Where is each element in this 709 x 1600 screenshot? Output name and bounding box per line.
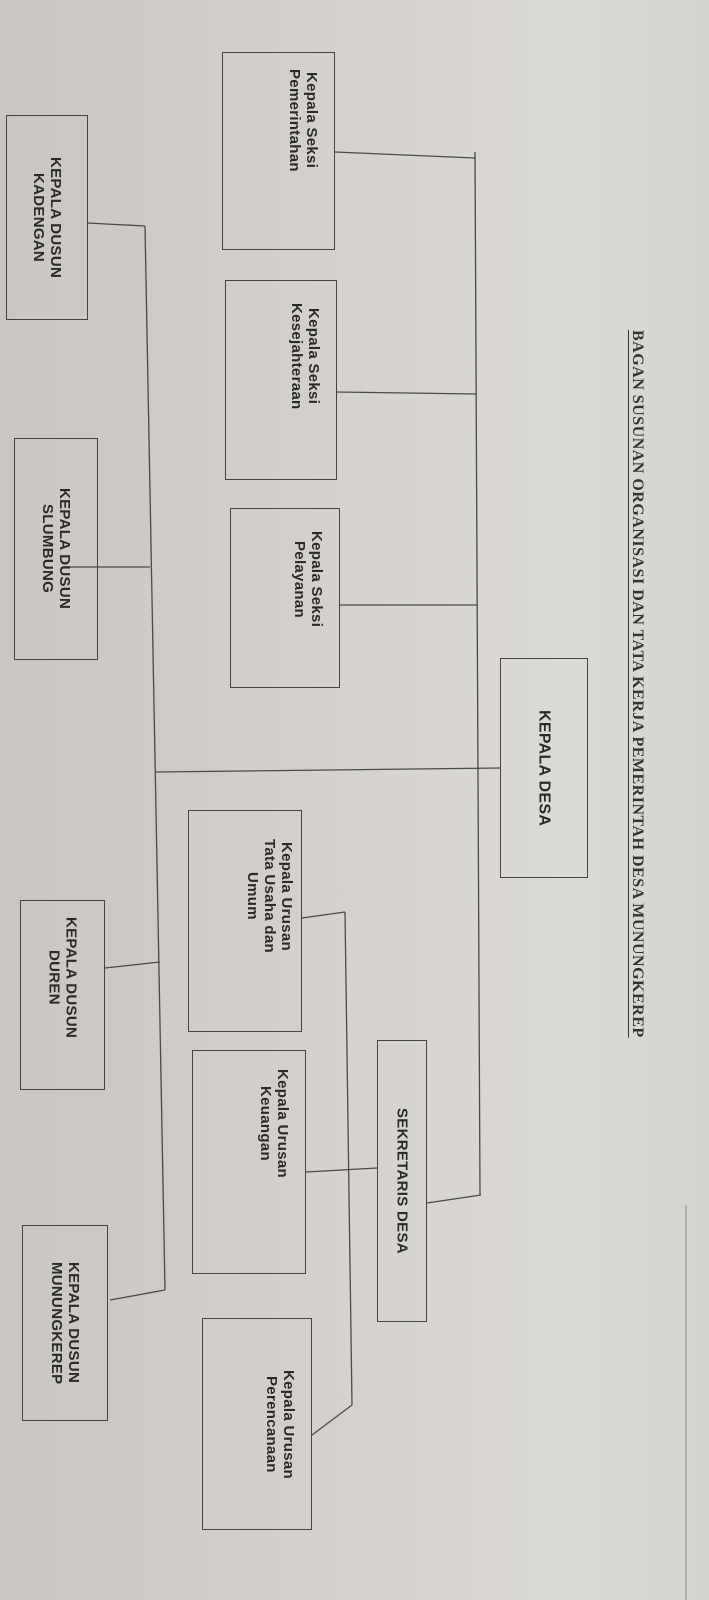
node-dusun-duren: KEPALA DUSUN DUREN: [20, 900, 105, 1090]
node-label: Kepala Urusan Tata Usaha dan Umum: [244, 839, 295, 953]
node-label: KEPALA DUSUN DUREN: [45, 917, 80, 1039]
line-sekretaris: [426, 1194, 482, 1204]
node-label: Kepala Seksi Kesejahteraan: [288, 303, 322, 410]
node-dusun-kadengan: KEPALA DUSUN KADENGAN: [6, 115, 88, 320]
line-keuangan: [305, 1167, 378, 1173]
line-perencanaan: [311, 1404, 353, 1436]
line-kadengan: [86, 222, 146, 227]
line-kepala-desa: [154, 767, 501, 773]
node-seksi-pemerintahan: Kepala Seksi Pemerintahan: [222, 52, 335, 250]
node-label: SEKRETARIS DESA: [393, 1108, 411, 1254]
node-label: Kepala Urusan Perencanaan: [263, 1369, 297, 1479]
node-label: KEPALA DUSUN SLUMBUNG: [39, 488, 73, 610]
line-mununkerep: [109, 1289, 166, 1301]
node-dusun-mununkerep: KEPALA DUSUN MUNUNGKEREP: [22, 1225, 108, 1421]
node-seksi-kesejahteraan: Kepala Seksi Kesejahteraan: [225, 280, 337, 480]
node-label: KEPALA DESA: [535, 709, 553, 827]
dusun-trunk: [144, 225, 166, 1291]
line-tata-usaha: [301, 911, 346, 919]
node-label: Kepala Urusan Keuangan: [257, 1069, 291, 1178]
seksi-trunk: [474, 151, 481, 1196]
chart-title: BAGAN SUSUNAN ORGANISASI DAN TATA KERJA …: [629, 330, 646, 1038]
node-dusun-slumbung: KEPALA DUSUN SLUMBUNG: [14, 438, 98, 660]
node-label: Kepala Seksi Pelayanan: [291, 531, 325, 628]
node-sekretaris-desa: SEKRETARIS DESA: [377, 1040, 427, 1322]
node-urusan-keuangan: Kepala Urusan Keuangan: [192, 1050, 306, 1274]
node-urusan-perencanaan: Kepala Urusan Perencanaan: [202, 1318, 312, 1530]
node-label: KEPALA DUSUN MUNUNGKEREP: [48, 1261, 82, 1385]
node-urusan-tata-usaha: Kepala Urusan Tata Usaha dan Umum: [188, 810, 302, 1032]
node-label: Kepala Seksi Pemerintahan: [286, 69, 320, 172]
node-label: KEPALA DUSUN KADENGAN: [30, 156, 64, 279]
node-kepala-desa: KEPALA DESA: [500, 658, 588, 878]
line-pemerintahan: [334, 151, 476, 159]
line-kesejahteraan: [336, 391, 477, 395]
line-duren: [104, 961, 161, 969]
urusan-trunk: [344, 911, 353, 1406]
node-seksi-pelayanan: Kepala Seksi Pelayanan: [230, 508, 340, 688]
